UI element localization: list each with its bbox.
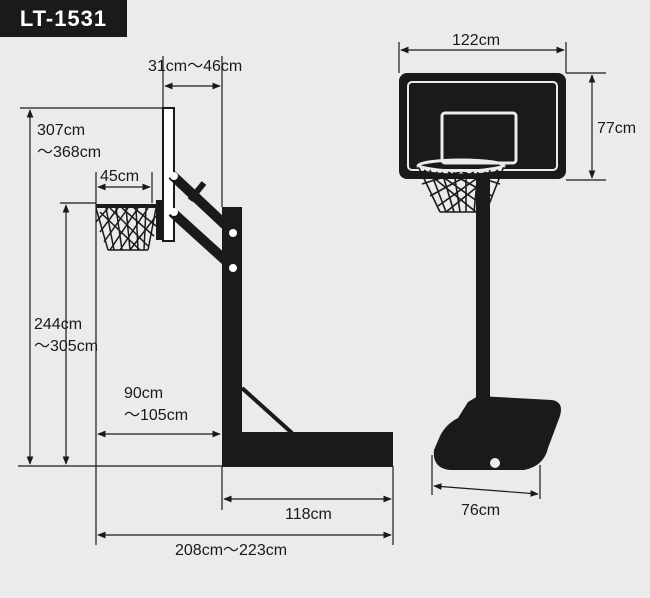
side-pole (222, 207, 242, 435)
total-height-line1: 307cm (37, 122, 86, 139)
front-view-dimensions (398, 42, 606, 499)
front-view-hoop (399, 73, 566, 470)
overhang-line2: ～105cm (124, 407, 189, 424)
backboard-height-label: 77cm (597, 120, 637, 137)
side-base (222, 432, 393, 467)
overhang-label: 90cm ～105cm (124, 383, 188, 427)
base-width-label: 76cm (461, 502, 501, 519)
backboard-offset-label: 31cm～46cm (148, 58, 243, 75)
rim-diameter-label: 45cm (100, 168, 140, 185)
rim-height-label: 244cm ～305cm (34, 314, 98, 358)
total-height-label: 307cm ～368cm (37, 120, 101, 164)
front-pole (476, 174, 490, 404)
total-length-label: 208cm～223cm (175, 542, 288, 559)
overhang-line1: 90cm (124, 385, 164, 402)
base-length-label: 118cm (285, 506, 332, 523)
side-view-dimensions (18, 56, 394, 545)
side-brace (240, 386, 294, 435)
side-arm-lower (168, 208, 240, 274)
front-base (433, 396, 561, 470)
total-height-line2: ～368cm (37, 144, 102, 161)
rim-height-line1: 244cm (34, 316, 83, 333)
side-net (95, 207, 157, 251)
front-net (417, 165, 505, 213)
side-arm-upper (168, 171, 240, 239)
dim-line-base-width (433, 483, 539, 497)
backboard-width-label: 122cm (452, 32, 501, 49)
rim-height-line2: ～305cm (34, 338, 99, 355)
model-label: LT-1531 (0, 0, 127, 37)
side-view-hoop (95, 107, 393, 467)
